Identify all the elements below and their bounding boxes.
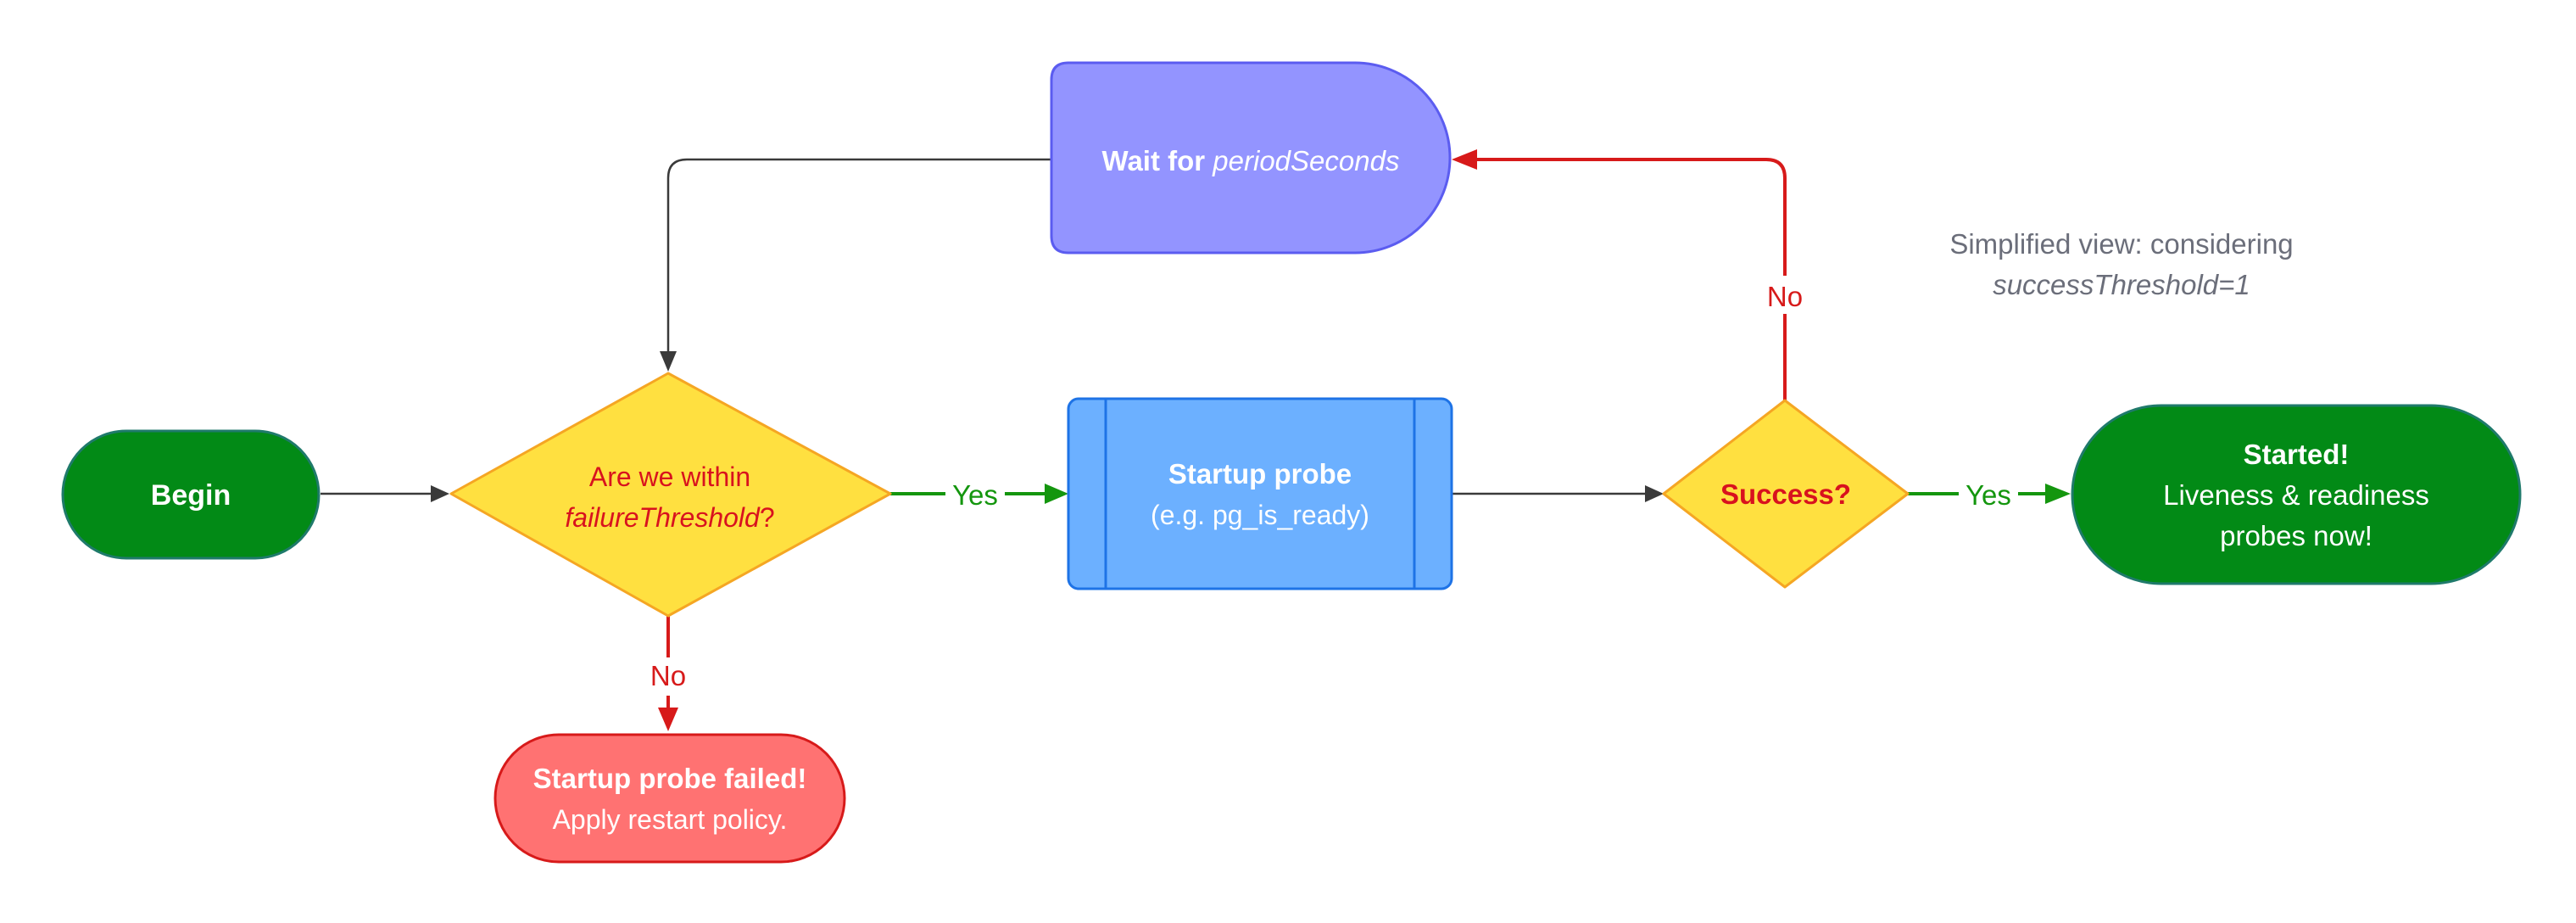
node-startup-probe[interactable]: Startup probe (e.g. pg_is_ready) (1067, 397, 1453, 590)
node-startup-probe-title: Startup probe (1168, 458, 1352, 489)
node-startup-probe-subtitle: (e.g. pg_is_ready) (1151, 500, 1369, 530)
node-wait[interactable]: Wait for periodSeconds (1050, 61, 1452, 255)
node-failed-subtitle: Apply restart policy. (553, 804, 788, 835)
edge-label-no-failed: No (650, 660, 686, 691)
node-started-title: Started! (2244, 439, 2350, 470)
period-seconds-term: periodSeconds (1212, 145, 1399, 176)
arrowhead-decision-to-probe (1045, 484, 1068, 504)
edge-label-yes-started: Yes (1965, 479, 2011, 511)
node-within-threshold[interactable]: Are we within failureThreshold? (449, 372, 892, 618)
node-success-label: Success? (1720, 478, 1851, 510)
node-begin[interactable]: Begin (61, 429, 321, 560)
note-line2: successThreshold=1 (1993, 269, 2250, 300)
node-success[interactable]: Success? (1662, 399, 1910, 589)
failure-threshold-term: failureThreshold (565, 502, 761, 533)
arrowhead-decision-to-failed (658, 708, 678, 731)
edge-label-no-wait: No (1767, 281, 1803, 312)
arrowhead-wait-to-decision (660, 351, 677, 372)
node-failed-title: Startup probe failed! (533, 763, 807, 794)
simplified-view-note: Simplified view: considering successThre… (1949, 228, 2293, 300)
node-failed[interactable]: Startup probe failed! Apply restart poli… (493, 733, 846, 864)
note-line1: Simplified view: considering (1949, 228, 2293, 260)
wait-for-text: Wait for (1102, 145, 1206, 176)
node-within-threshold-line2: failureThreshold? (565, 502, 774, 533)
arrowhead-begin-to-decision (431, 485, 449, 502)
edge-label-yes-probe: Yes (952, 479, 998, 511)
arrowhead-success-to-started (2045, 484, 2071, 504)
node-started[interactable]: Started! Liveness & readiness probes now… (2071, 404, 2522, 585)
edge-wait-to-decision (666, 158, 1051, 351)
node-begin-label: Begin (151, 479, 231, 512)
node-started-line2: Liveness & readiness (2163, 479, 2429, 511)
arrowhead-success-to-wait (1452, 149, 1477, 170)
node-wait-label: Wait for periodSeconds (1102, 145, 1400, 176)
edge-success-to-wait (1477, 158, 1787, 400)
node-started-line3: probes now! (2220, 520, 2372, 551)
node-within-threshold-line1: Are we within (589, 462, 750, 492)
arrowhead-probe-to-success (1645, 485, 1664, 502)
question-mark: ? (760, 502, 775, 533)
